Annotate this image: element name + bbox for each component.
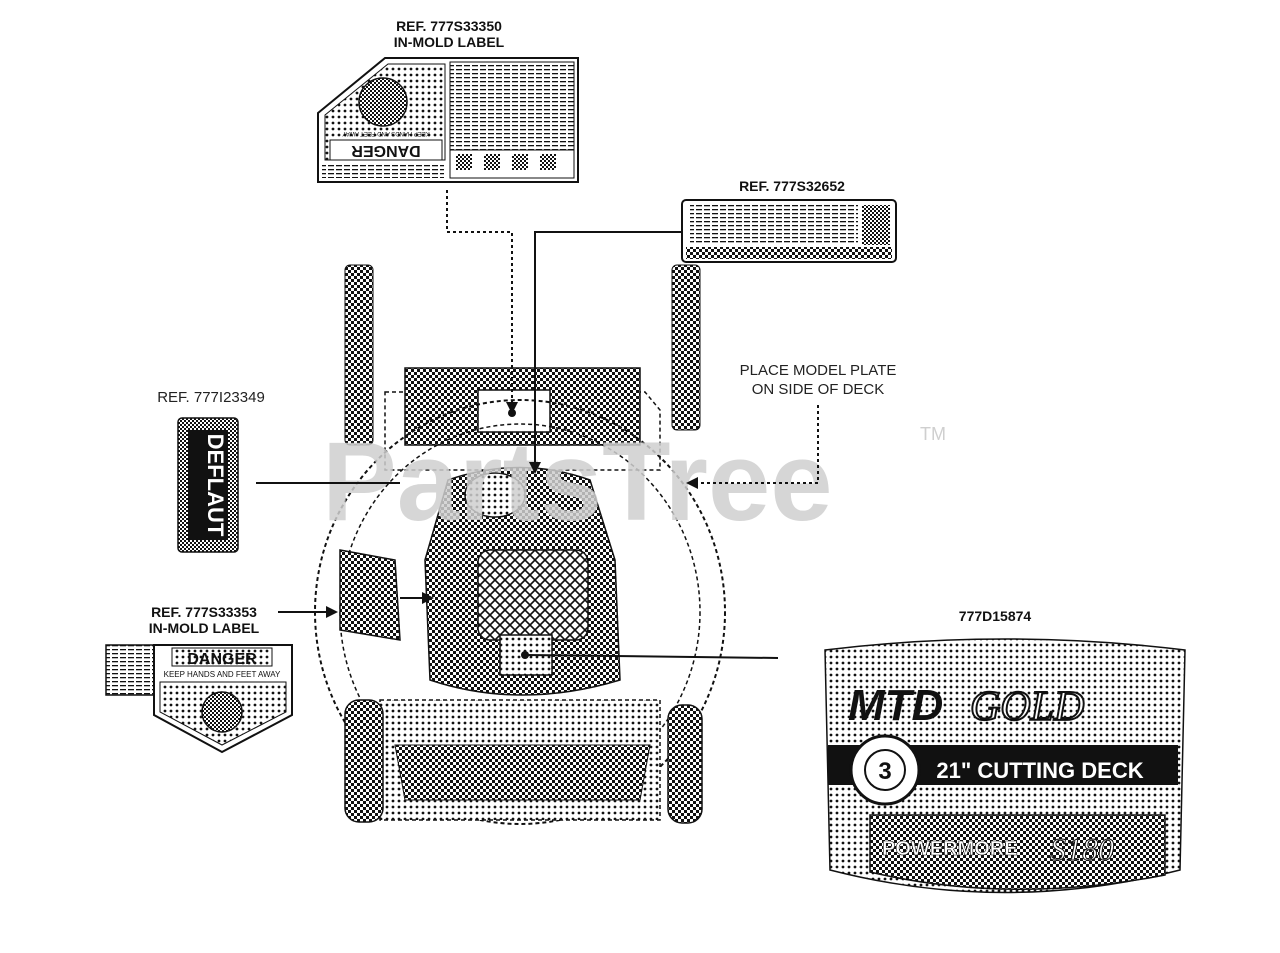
leader-decal bbox=[526, 654, 779, 659]
danger-left-text: DANGER bbox=[187, 651, 257, 668]
leader-32652 bbox=[534, 231, 682, 470]
wheel-front-left bbox=[344, 699, 384, 823]
leader-33350 bbox=[446, 190, 513, 410]
decal-brand-script: GOLD bbox=[970, 684, 1084, 730]
discharge-chute bbox=[339, 549, 401, 641]
callout-ref-33350-sub: IN-MOLD LABEL bbox=[393, 34, 505, 50]
callout-decal-part: 777D15874 bbox=[915, 608, 1075, 624]
callout-model-plate-line1: PLACE MODEL PLATE bbox=[739, 362, 897, 379]
callout-ref-32652-ref: REF. 777S32652 bbox=[739, 178, 845, 194]
hand-icon-top bbox=[358, 77, 408, 127]
decal-power-num: S180 bbox=[1050, 831, 1114, 867]
callout-ref-23349: REF. 777I23349 bbox=[131, 389, 291, 406]
vertical-label-text: DEFLAUT bbox=[203, 434, 228, 537]
callout-ref-33353: REF. 777S33353 IN-MOLD LABEL bbox=[124, 604, 284, 636]
label-777s33353: DANGER KEEP HANDS AND FEET AWAY bbox=[105, 644, 293, 754]
wheel-front-right bbox=[667, 704, 703, 824]
callout-ref-32652: REF. 777S32652 bbox=[712, 178, 872, 194]
label-777s32652 bbox=[681, 199, 897, 263]
handle-right bbox=[671, 264, 701, 431]
leader-model-plate bbox=[690, 405, 819, 484]
decal-power-text: POWERMORE bbox=[882, 838, 1018, 860]
decal-deck-text: 21" CUTTING DECK bbox=[936, 758, 1143, 783]
engine-grille bbox=[477, 549, 589, 641]
callout-ref-33353-sub: IN-MOLD LABEL bbox=[148, 620, 260, 636]
decal-777d15874: MTD GOLD 3 21" CUTTING DECK POWERMORE S1… bbox=[824, 638, 1186, 894]
handle-left bbox=[344, 264, 374, 446]
callout-ref-33353-ref: REF. 777S33353 bbox=[151, 604, 257, 620]
decal-badge-text: 3 bbox=[878, 758, 891, 785]
leader-arrowheads bbox=[326, 402, 698, 618]
front-lip bbox=[394, 744, 651, 801]
engine-cap bbox=[464, 472, 526, 518]
danger-top-text: DANGER bbox=[351, 142, 421, 159]
label-777s33350: DANGER KEEP HANDS AND FEET AWAY bbox=[317, 57, 579, 183]
label-777i23349: DEFLAUT bbox=[177, 417, 239, 553]
mower-body bbox=[314, 264, 726, 825]
callout-ref-33350: REF. 777S33350 IN-MOLD LABEL bbox=[369, 18, 529, 50]
danger-top-sub: KEEP HANDS AND FEET AWAY bbox=[342, 130, 430, 136]
rear-panel bbox=[384, 391, 661, 471]
watermark-text: PartsTree bbox=[322, 419, 833, 544]
hand-icon-left bbox=[201, 691, 243, 733]
danger-left-sub: KEEP HANDS AND FEET AWAY bbox=[164, 670, 281, 679]
callout-model-plate: PLACE MODEL PLATE ON SIDE OF DECK bbox=[718, 362, 918, 398]
callout-decal-part-ref: 777D15874 bbox=[958, 608, 1032, 624]
callout-ref-33350-ref: REF. 777S33350 bbox=[396, 18, 502, 34]
leader-lines bbox=[256, 190, 819, 659]
engine-plug-dot bbox=[521, 651, 529, 659]
decal-brand: MTD bbox=[848, 681, 943, 730]
watermark-tm: TM bbox=[920, 424, 946, 444]
decal-power-panel bbox=[869, 814, 1166, 890]
callout-model-plate-line2: ON SIDE OF DECK bbox=[751, 381, 885, 398]
callout-ref-23349-ref: REF. 777I23349 bbox=[157, 389, 265, 406]
